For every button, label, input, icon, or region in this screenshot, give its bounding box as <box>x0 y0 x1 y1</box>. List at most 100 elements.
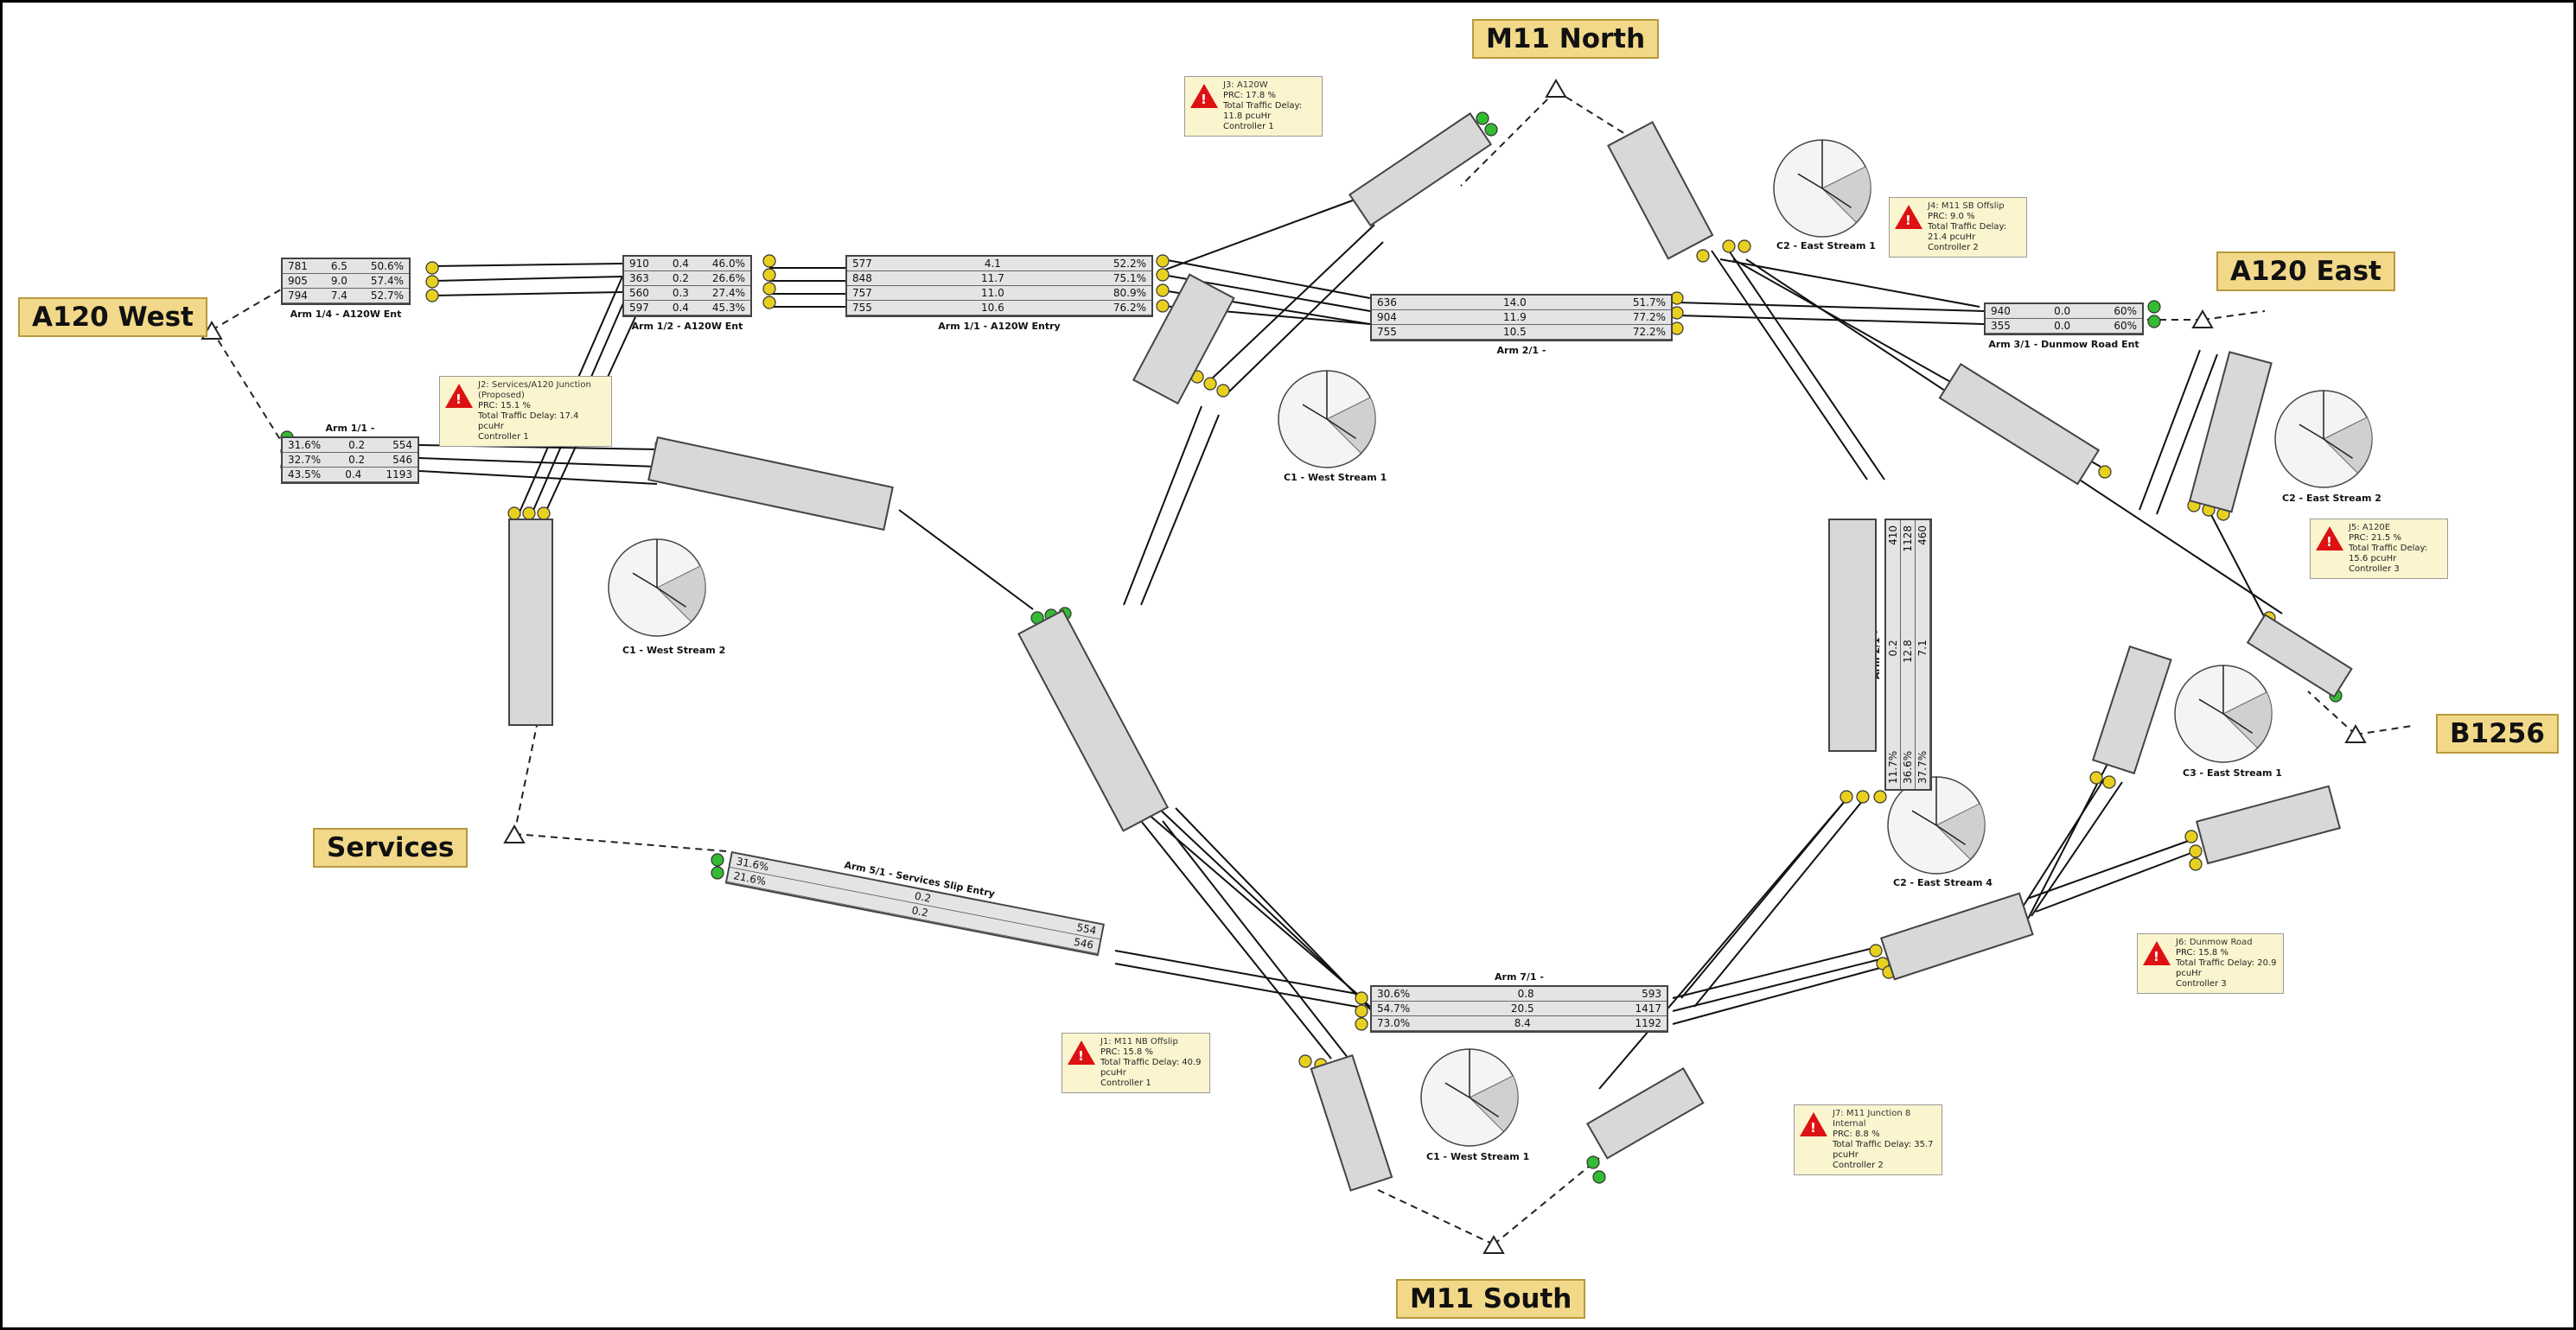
entry-marker-icon <box>1156 254 1170 268</box>
node-services[interactable]: Services <box>313 828 469 868</box>
signal-dial-icon <box>2274 390 2373 488</box>
entry-marker-icon <box>1670 306 1684 320</box>
warning-j2[interactable]: J2: Services/A120 Junction (Proposed)PRC… <box>439 376 612 447</box>
dashed-link <box>1493 1157 1600 1245</box>
link-line <box>431 291 623 296</box>
arm-services-slip[interactable] <box>508 519 553 726</box>
entry-marker-icon <box>2089 771 2103 785</box>
signal-caption: C3 - East Stream 1 <box>2183 767 2282 779</box>
exit-marker-icon <box>1586 1155 1600 1169</box>
link-line <box>1711 250 1868 480</box>
arm-caption: Arm 1/2 - A120W Ent <box>631 321 743 332</box>
arm-caption: Arm 2/1 - <box>1496 345 1546 356</box>
link-line <box>418 457 658 468</box>
entry-marker-icon <box>1355 991 1368 1005</box>
entry-marker-icon <box>425 275 439 289</box>
link-line <box>1719 258 1980 308</box>
node-b1256[interactable]: B1256 <box>2436 714 2559 754</box>
entry-marker-icon <box>1873 790 1887 804</box>
link-line <box>1209 224 1375 381</box>
link-line <box>1162 258 1371 299</box>
node-m11-south[interactable]: M11 South <box>1396 1279 1586 1319</box>
entry-marker-icon <box>2189 857 2203 871</box>
link-line <box>1114 950 1358 995</box>
entry-marker-icon <box>1840 790 1853 804</box>
node-a120-west[interactable]: A120 West <box>18 297 207 337</box>
dashed-link <box>2355 725 2413 735</box>
link-line <box>1157 198 1358 273</box>
signal-dial-icon <box>608 538 706 637</box>
arm-central-right[interactable] <box>1828 519 1877 752</box>
arm-caption: Arm 1/1 - <box>325 423 375 434</box>
link-line <box>2013 777 2106 921</box>
entry-marker-icon <box>522 506 536 520</box>
exit-marker-icon <box>2147 300 2161 314</box>
signal-dial-icon <box>1420 1048 1519 1147</box>
entry-marker-icon <box>507 506 521 520</box>
link-line <box>1140 820 1332 1060</box>
link-line <box>2022 760 2110 930</box>
exit-marker-icon <box>1484 123 1498 137</box>
entry-marker-icon <box>425 261 439 275</box>
warning-icon <box>1190 84 1218 108</box>
dashed-link <box>513 833 727 852</box>
zone-triangle-icon <box>2344 724 2367 743</box>
link-line <box>418 470 658 485</box>
link-line <box>1162 820 1349 1060</box>
node-m11-north[interactable]: M11 North <box>1472 19 1660 59</box>
entry-marker-icon <box>762 254 776 268</box>
link-line <box>1175 807 1380 1019</box>
zone-triangle-icon <box>1482 1235 1505 1254</box>
link-line <box>1676 302 1985 312</box>
entry-marker-icon <box>1856 790 1870 804</box>
entry-marker-icon <box>425 289 439 302</box>
signal-caption: C2 - East Stream 4 <box>1893 877 1993 888</box>
entry-marker-icon <box>1355 1004 1368 1018</box>
link-line <box>1676 315 1985 325</box>
entry-marker-icon <box>1156 268 1170 282</box>
exit-marker-icon <box>1592 1170 1606 1184</box>
entry-marker-icon <box>2189 844 2203 858</box>
signal-caption: C1 - West Stream 2 <box>622 645 726 656</box>
signal-caption: C1 - West Stream 1 <box>1284 472 1387 483</box>
link-line <box>898 509 1034 610</box>
entry-marker-icon <box>1156 299 1170 313</box>
signal-caption: C1 - West Stream 1 <box>1426 1151 1530 1162</box>
dashed-link <box>2307 690 2356 735</box>
signal-dial-icon <box>1887 776 1986 875</box>
zone-triangle-icon <box>503 824 526 843</box>
warning-icon <box>2316 526 2343 550</box>
link-line <box>1227 241 1384 394</box>
dashed-link <box>211 286 286 331</box>
dashed-link <box>1374 1187 1495 1245</box>
link-line <box>1598 794 1851 1090</box>
node-a120-east[interactable]: A120 East <box>2216 251 2395 291</box>
zone-triangle-icon <box>1545 79 1567 98</box>
link-line <box>1140 414 1220 606</box>
arm-caption: Arm 1/4 - A120W Ent <box>290 309 402 320</box>
entry-marker-icon <box>2102 775 2116 789</box>
signal-dial-icon <box>1773 139 1871 238</box>
entry-marker-icon <box>1355 1017 1368 1031</box>
link-line <box>1672 958 1881 1012</box>
dashed-link <box>2202 310 2266 321</box>
entry-marker-icon <box>2098 465 2112 479</box>
